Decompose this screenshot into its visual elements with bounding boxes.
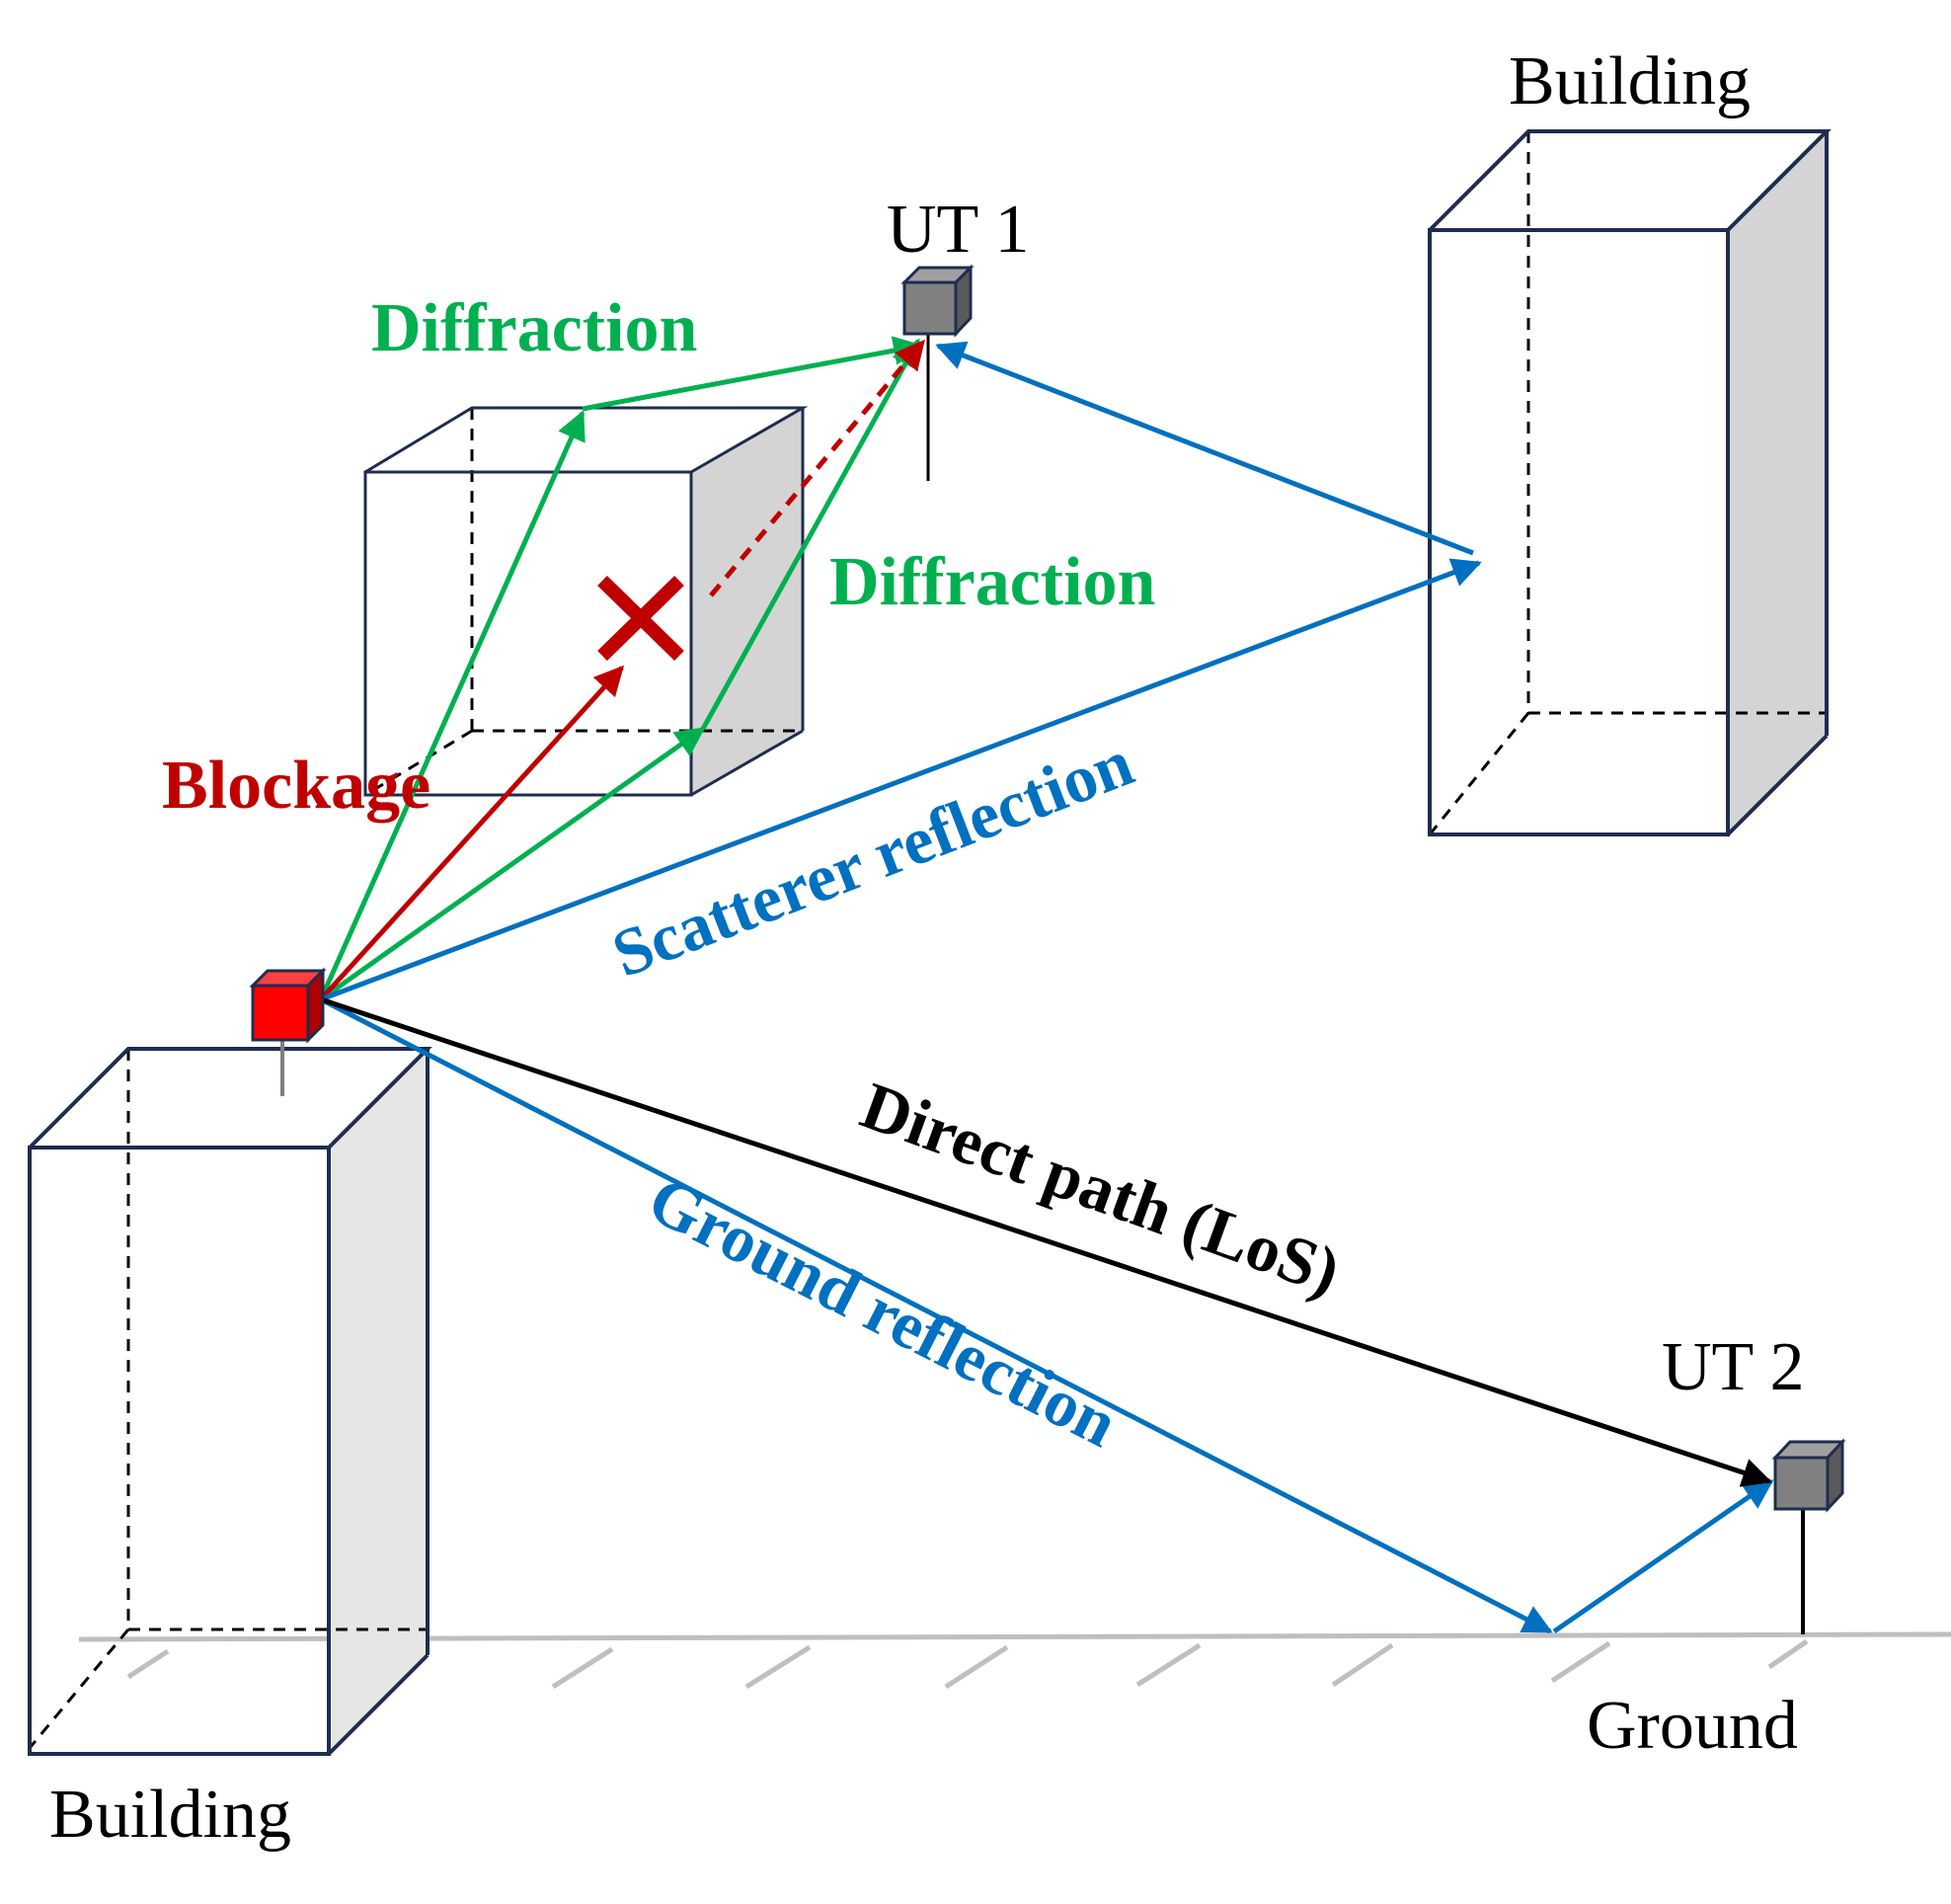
diffraction-top-label: Diffraction [371,290,697,366]
ut1-cube [900,264,975,338]
ut2-label: UT 2 [1662,1329,1805,1405]
building-left [28,1047,432,1756]
scatterer-reflection-label: Scatterer reflection [602,724,1142,992]
building-right-label: Building [1509,43,1751,119]
diffraction-paths [318,336,923,1002]
blocker-cube [363,406,809,797]
transmitter-cube [249,967,327,1044]
direct-path-label: Direct path (LoS) [852,1068,1350,1309]
blockage-path [319,339,925,1001]
blockage-label: Blockage [162,748,430,824]
blocked-x-icon [597,575,684,662]
diffraction-right-label: Diffraction [829,544,1155,620]
ut2-cube [1771,1438,1846,1513]
building-right [1428,129,1832,836]
reflection-paths [319,341,1774,1634]
ground-label: Ground [1587,1688,1798,1764]
direct-path [320,996,1772,1487]
building-left-label: Building [49,1777,291,1853]
ut1-label: UT 1 [887,192,1030,268]
